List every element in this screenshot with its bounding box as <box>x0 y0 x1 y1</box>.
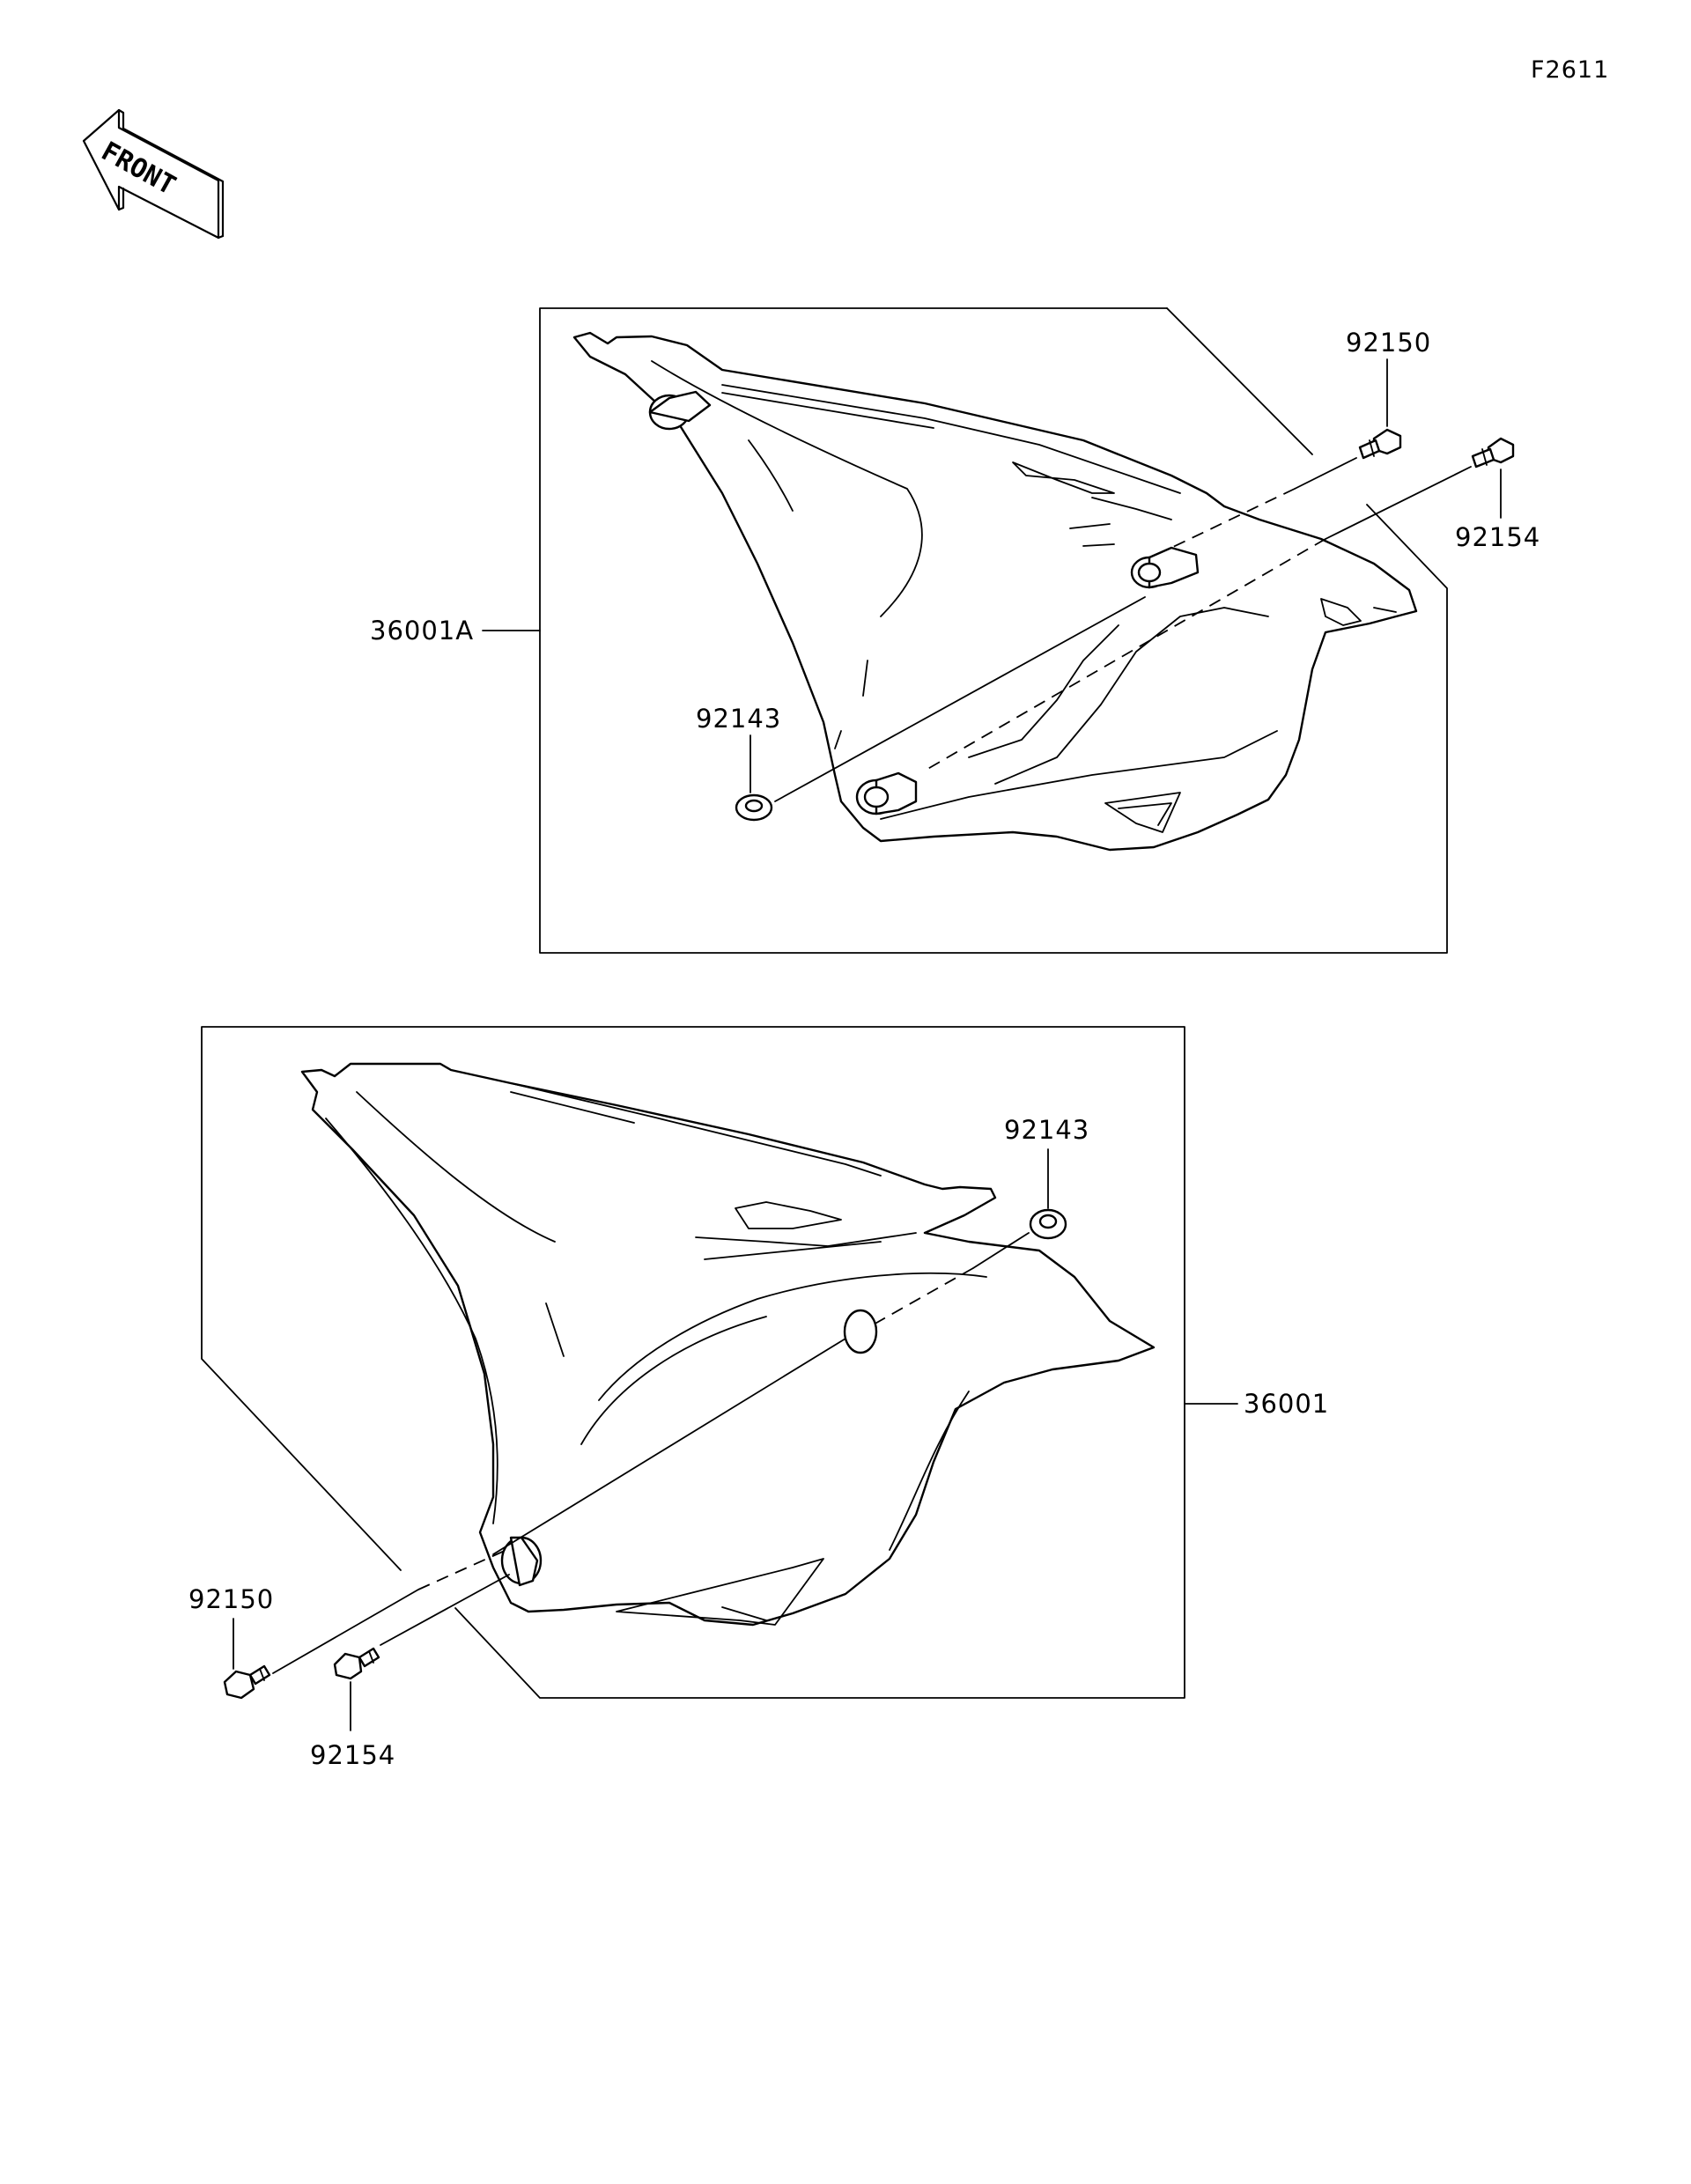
upper-bolt-92150 <box>1358 428 1402 460</box>
lower-bolt-92150 <box>223 1664 271 1700</box>
lower-side-cover <box>300 1062 1156 1627</box>
upper-bolt-92154 <box>1471 437 1515 469</box>
upper-side-cover <box>572 331 1418 852</box>
lower-bolt-92154 <box>333 1647 380 1680</box>
lower-frame <box>201 1026 1185 1699</box>
upper-callout-92154: 92154 <box>1455 522 1540 552</box>
figure-code: F2611 <box>1531 56 1609 84</box>
lower-assembly: 92143 36001 92150 92154 <box>188 1026 1329 1770</box>
upper-collar-92143 <box>735 793 773 822</box>
upper-callout-92143: 92143 <box>696 704 781 734</box>
lower-callout-92154: 92154 <box>310 1740 395 1770</box>
upper-callout-92150: 92150 <box>1346 328 1431 358</box>
upper-assembly: 92150 92154 92143 36001A <box>370 307 1540 954</box>
lower-collar-92143 <box>1029 1208 1067 1240</box>
front-arrow-icon: FRONT <box>82 108 225 240</box>
lower-callout-92143: 92143 <box>1004 1115 1089 1145</box>
upper-assembly-label: 36001A <box>370 616 474 646</box>
lower-assembly-label: 36001 <box>1244 1389 1329 1419</box>
lower-callout-92150: 92150 <box>188 1584 274 1614</box>
upper-frame <box>539 307 1448 954</box>
